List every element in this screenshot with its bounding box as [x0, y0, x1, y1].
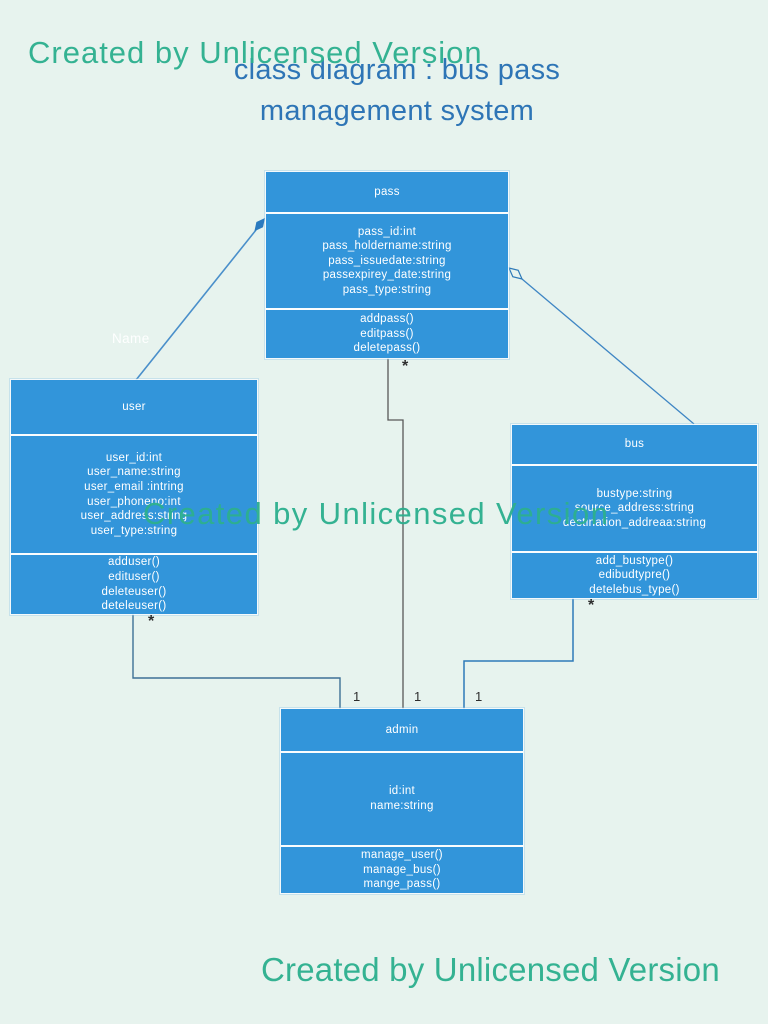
multiplicity-admin-one-user: 1	[353, 689, 361, 704]
connector-bus-admin	[463, 598, 574, 709]
multiplicity-bus-many: *	[588, 597, 595, 614]
page-title: class diagram : bus pass management syst…	[233, 54, 561, 127]
class-methods-bus: add_bustype() edibudtypre() detelebus_ty…	[512, 551, 757, 598]
class-name-bus: bus	[624, 438, 645, 451]
class-name-pass: pass	[374, 185, 400, 198]
aggregation-diamond-icon	[507, 267, 524, 280]
class-methods-admin: manage_user() manage_bus() mange_pass()	[281, 845, 523, 893]
class-box-user: user user_id:int user_name:string user_e…	[11, 380, 257, 614]
multiplicity-admin-one-bus: 1	[475, 689, 483, 704]
class-attributes-bus: bustype:string source_address:string des…	[512, 464, 757, 551]
composition-diamond-icon	[254, 218, 265, 232]
multiplicity-pass-many: *	[402, 358, 409, 375]
watermark-middle: Created by Unlicensed Version	[143, 496, 610, 531]
multiplicity-user-many: *	[148, 613, 155, 630]
class-attributes-pass: pass_id:int pass_holdername:string pass_…	[266, 212, 508, 308]
class-name-admin: admin	[385, 723, 419, 736]
class-methods-user: adduser() edituser() deleteuser() detele…	[11, 553, 257, 614]
association-label-name: Name	[112, 331, 150, 346]
class-methods-pass: addpass() editpass() deletepass()	[266, 308, 508, 358]
class-box-admin: admin id:int name:string manage_user() m…	[281, 709, 523, 893]
class-box-pass: pass pass_id:int pass_holdername:string …	[266, 172, 508, 358]
multiplicity-admin-one-pass: 1	[414, 689, 422, 704]
connector-user-admin	[132, 614, 341, 709]
class-attributes-user: user_id:int user_name:string user_email …	[11, 434, 257, 553]
class-attributes-admin: id:int name:string	[281, 751, 523, 845]
watermark-bottom: Created by Unlicensed Version	[261, 951, 720, 988]
connector-bus-pass	[521, 278, 695, 425]
class-name-user: user	[122, 400, 146, 413]
class-box-bus: bus bustype:string source_address:string…	[512, 425, 757, 598]
connector-pass-admin	[387, 358, 404, 709]
watermark-top: Created by Unlicensed Version	[28, 35, 483, 70]
connector-user-pass	[135, 229, 257, 381]
